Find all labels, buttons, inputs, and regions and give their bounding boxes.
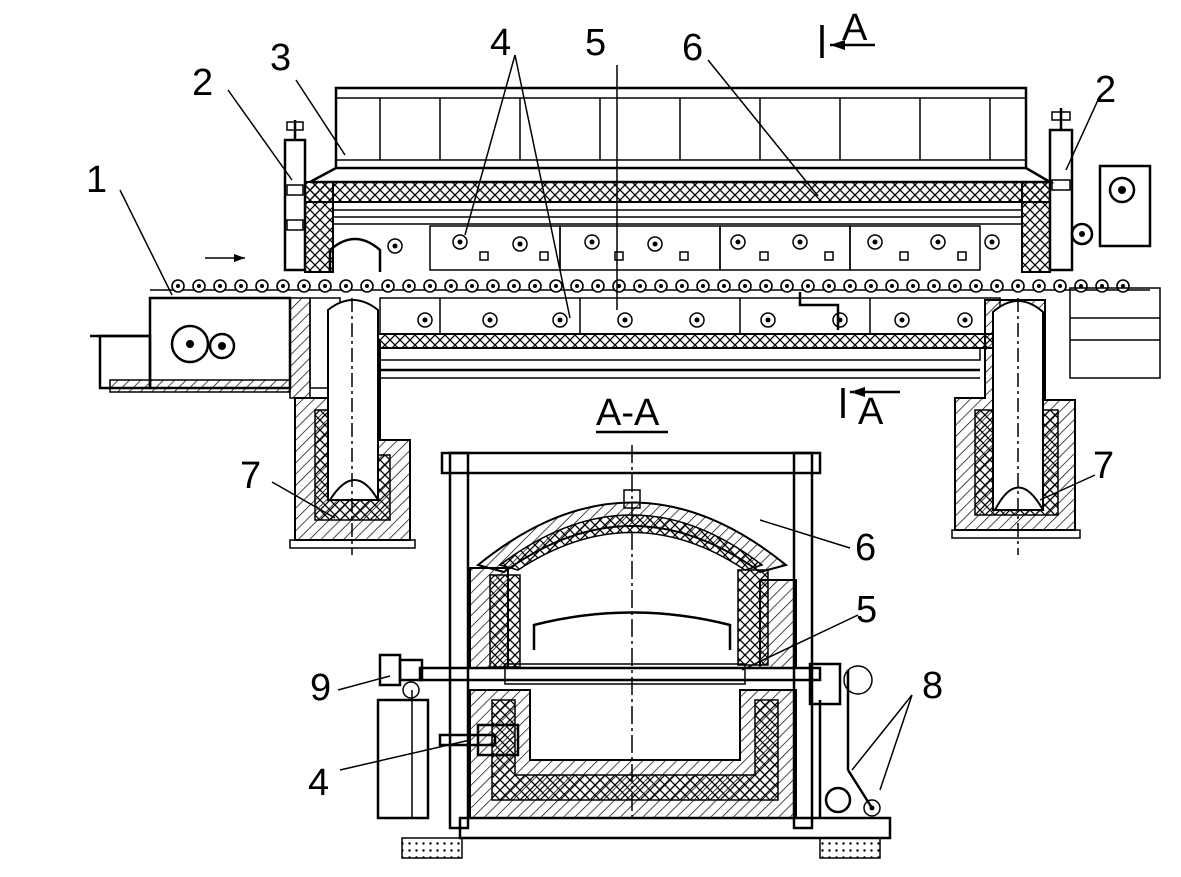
callout-3: 3 bbox=[270, 37, 291, 79]
conveyor-roller-hub bbox=[365, 284, 369, 288]
conveyor-roller-hub bbox=[386, 284, 390, 288]
callout-2-left: 2 bbox=[192, 62, 213, 104]
conveyor-roller-hub bbox=[890, 284, 894, 288]
conveyor-roller-hub bbox=[512, 284, 516, 288]
callout-4-top: 4 bbox=[490, 22, 511, 64]
conveyor-roller-hub bbox=[1037, 284, 1041, 288]
conveyor-roller-hub bbox=[470, 284, 474, 288]
cross-section-view: A-A bbox=[376, 392, 892, 859]
right-tower bbox=[1048, 108, 1094, 272]
upper-burners bbox=[387, 234, 1000, 261]
conveyor-roller-hub bbox=[701, 284, 705, 288]
callout-7-left: 7 bbox=[240, 455, 261, 497]
leader-lines bbox=[119, 54, 1099, 791]
conveyor-roller-hub bbox=[176, 284, 180, 288]
right-flue bbox=[951, 298, 1081, 555]
callout-7-right: 7 bbox=[1093, 445, 1114, 487]
callout-2-right: 2 bbox=[1095, 69, 1116, 111]
conveyor-roller-hub bbox=[302, 284, 306, 288]
conveyor-roller-hub bbox=[869, 284, 873, 288]
furnace-body bbox=[304, 181, 1051, 273]
conveyor-roller-hub bbox=[323, 284, 327, 288]
callout-1: 1 bbox=[86, 159, 107, 201]
conveyor-roller-hub bbox=[680, 284, 684, 288]
conveyor-roller-hub bbox=[1016, 284, 1020, 288]
callout-8: 8 bbox=[922, 665, 943, 707]
section-marker-top-label: A bbox=[842, 7, 868, 49]
section-title: A-A bbox=[596, 392, 660, 434]
conveyor-roller-hub bbox=[407, 284, 411, 288]
callout-4-section: 4 bbox=[308, 762, 329, 804]
conveyor-roller-hub bbox=[533, 284, 537, 288]
conveyor-roller-hub bbox=[848, 284, 852, 288]
conveyor-roller-hub bbox=[491, 284, 495, 288]
conveyor-roller-hub bbox=[638, 284, 642, 288]
conveyor-roller-hub bbox=[554, 284, 558, 288]
conveyor-roller-hub bbox=[239, 284, 243, 288]
conveyor-roller-hub bbox=[659, 284, 663, 288]
callout-5-top: 5 bbox=[585, 22, 606, 64]
conveyor-roller-hub bbox=[827, 284, 831, 288]
right-drive bbox=[1069, 164, 1161, 379]
conveyor-roller-hub bbox=[197, 284, 201, 288]
conveyor-roller-hub bbox=[449, 284, 453, 288]
conveyor-roller-hub bbox=[785, 284, 789, 288]
conveyor-roller-hub bbox=[995, 284, 999, 288]
conveyor-roller-hub bbox=[764, 284, 768, 288]
callout-5-section: 5 bbox=[856, 589, 877, 631]
section-marker-top: A bbox=[820, 7, 875, 58]
lower-burners bbox=[417, 312, 973, 328]
conveyor-roller-hub bbox=[1079, 284, 1083, 288]
conveyor-roller-hub bbox=[911, 284, 915, 288]
conveyor-roller-hub bbox=[743, 284, 747, 288]
left-flue bbox=[289, 298, 416, 555]
callout-6-top: 6 bbox=[682, 27, 703, 69]
section-marker-bottom: A bbox=[841, 387, 900, 433]
section-marker-bottom-label: A bbox=[858, 391, 884, 433]
callout-9: 9 bbox=[310, 667, 331, 709]
conveyor-roller-hub bbox=[1100, 284, 1104, 288]
conveyor-roller-hub bbox=[281, 284, 285, 288]
conveyor-roller-hub bbox=[260, 284, 264, 288]
callout-6-section: 6 bbox=[855, 527, 876, 569]
longitudinal-view: A A bbox=[90, 7, 1161, 555]
roof-hood bbox=[309, 86, 1055, 184]
left-tower bbox=[283, 120, 307, 272]
conveyor-roller-hub bbox=[806, 284, 810, 288]
conveyor-roller-hub bbox=[596, 284, 600, 288]
conveyor-roller-hub bbox=[1058, 284, 1062, 288]
roller-conveyor bbox=[150, 279, 1150, 293]
loading-table bbox=[90, 254, 292, 393]
conveyor-roller-hub bbox=[428, 284, 432, 288]
conveyor-roller-hub bbox=[218, 284, 222, 288]
conveyor-roller-hub bbox=[1121, 284, 1125, 288]
lower-chamber bbox=[364, 292, 1006, 379]
conveyor-roller-hub bbox=[722, 284, 726, 288]
conveyor-roller-hub bbox=[575, 284, 579, 288]
conveyor-roller-hub bbox=[617, 284, 621, 288]
conveyor-roller-hub bbox=[974, 284, 978, 288]
callout-labels: 1 2 2 3 4 5 6 7 7 6 5 9 4 8 bbox=[86, 22, 1116, 804]
conveyor-roller-hub bbox=[344, 284, 348, 288]
conveyor-roller-hub bbox=[953, 284, 957, 288]
conveyor-roller-hub bbox=[932, 284, 936, 288]
